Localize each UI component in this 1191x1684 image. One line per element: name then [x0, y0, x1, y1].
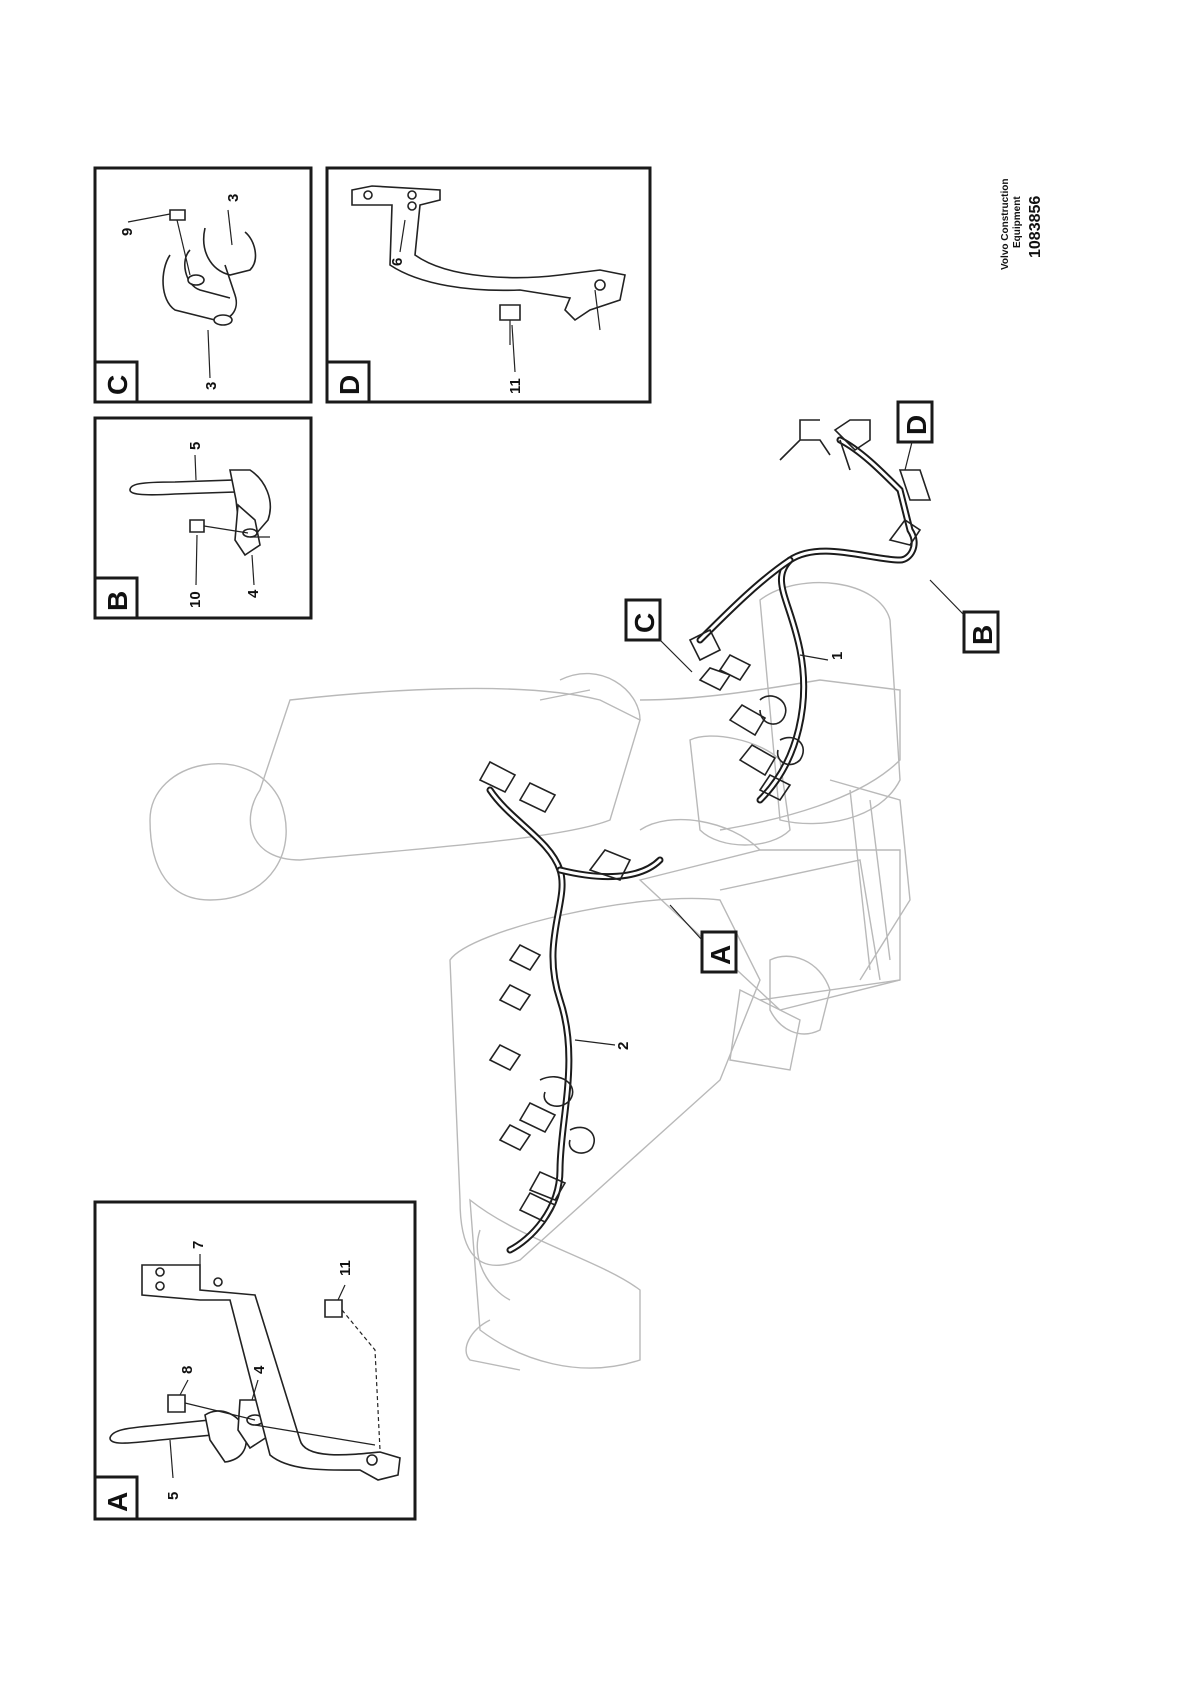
detail-B-callout-5: 5 [187, 442, 204, 450]
detail-D-callout-6: 6 [389, 258, 406, 266]
detail-A-callout-4: 4 [251, 1365, 268, 1374]
wire-harness-2 [478, 760, 664, 1254]
detail-B-letter: B [102, 591, 133, 611]
marker-B-letter: B [967, 625, 998, 645]
marker-B[interactable]: B [929, 579, 1000, 654]
marker-C[interactable]: C [624, 598, 693, 673]
machine-outline [149, 581, 911, 1371]
detail-B-callout-10: 10 [187, 591, 204, 608]
detail-box-A: A 5 8 4 7 11 [93, 1200, 417, 1521]
publisher-line-1: Volvo Construction [1000, 179, 1011, 270]
detail-D-callout-11: 11 [507, 378, 524, 394]
callout-harness-2: 2 [615, 1042, 632, 1050]
figure-credit: Volvo Construction Equipment 1083856 [1000, 179, 1044, 270]
detail-A-callout-5: 5 [165, 1492, 182, 1500]
detail-A-callout-7: 7 [190, 1241, 207, 1249]
marker-D[interactable]: D [896, 400, 934, 471]
detail-C-callout-9: 9 [119, 228, 136, 236]
publisher-line-2: Equipment [1012, 196, 1023, 248]
detail-D-letter: D [334, 375, 365, 395]
detail-A-callout-11: 11 [337, 1260, 354, 1276]
detail-box-D: D 6 11 [325, 166, 652, 404]
detail-C-callout-3-top: 3 [225, 194, 242, 202]
detail-B-callout-4: 4 [245, 589, 262, 598]
detail-box-C: C 9 3 3 [93, 166, 313, 404]
detail-C-letter: C [102, 375, 133, 395]
wire-harness-1 [688, 419, 932, 804]
marker-D-letter: D [901, 415, 932, 435]
callout-harness-1: 1 [829, 652, 846, 660]
marker-C-letter: C [629, 613, 660, 633]
detail-A-letter: A [102, 1492, 133, 1512]
detail-C-callout-3-bottom: 3 [203, 382, 220, 390]
main-callouts: 1 2 [574, 652, 846, 1050]
figure-number: 1083856 [1027, 196, 1044, 258]
marker-A[interactable]: A [669, 904, 738, 974]
detail-box-B: B 5 10 4 [93, 416, 313, 620]
marker-A-letter: A [705, 945, 736, 965]
detail-A-callout-8: 8 [179, 1366, 196, 1374]
